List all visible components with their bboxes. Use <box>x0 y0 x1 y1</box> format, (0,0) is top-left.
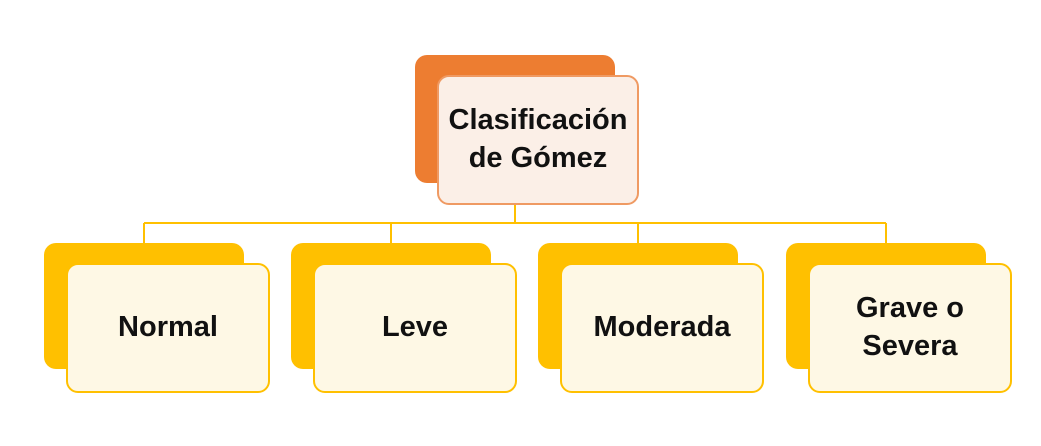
child-node-box: Normal <box>66 263 270 393</box>
child-node-box: Moderada <box>560 263 764 393</box>
child-node-label: Moderada <box>593 311 731 344</box>
child-node-label: Leve <box>381 311 449 344</box>
child-node-box: Grave o Severa <box>808 263 1012 393</box>
root-node-box: Clasificación de Gómez <box>437 75 639 205</box>
child-node-box: Leve <box>313 263 517 393</box>
child-node-label: Grave o Severa <box>856 292 964 362</box>
child-node-label: Normal <box>118 311 218 344</box>
root-node-label: Clasificación de Gómez <box>448 104 628 174</box>
